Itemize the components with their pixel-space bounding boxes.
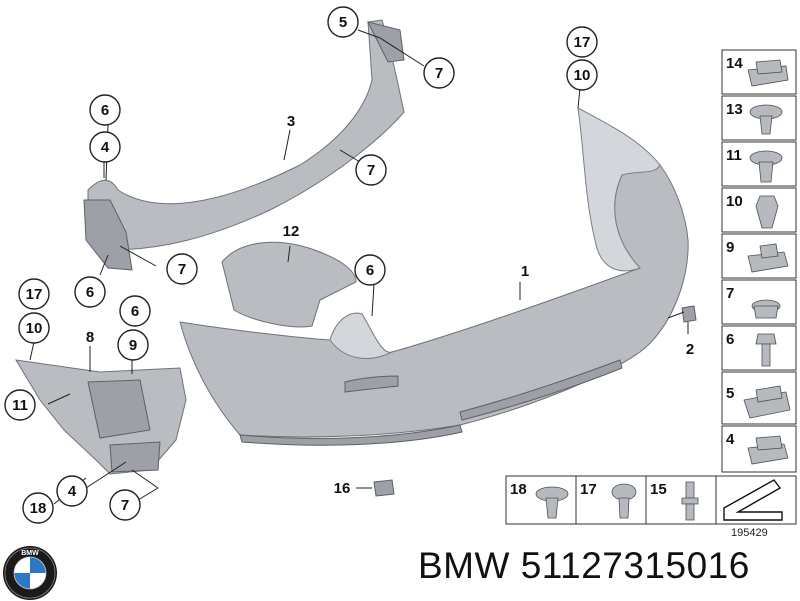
callout-10-left: 10 bbox=[18, 312, 50, 344]
callout-9: 9 bbox=[117, 329, 149, 361]
sheet-clip-icon bbox=[743, 385, 791, 419]
bumper-carrier-part bbox=[83, 19, 405, 271]
svg-text:6: 6 bbox=[366, 262, 374, 279]
svg-text:7: 7 bbox=[121, 497, 129, 514]
spring-nut-icon bbox=[747, 59, 789, 87]
svg-text:5: 5 bbox=[339, 14, 347, 31]
svg-text:5: 5 bbox=[726, 385, 734, 402]
stud-bolt-icon bbox=[681, 481, 699, 521]
svg-text:17: 17 bbox=[580, 481, 597, 498]
svg-text:6: 6 bbox=[101, 102, 109, 119]
callout-17-left: 17 bbox=[18, 278, 50, 310]
callout-7-bottom: 7 bbox=[109, 489, 141, 521]
clip-nut-icon bbox=[755, 195, 779, 229]
svg-text:12: 12 bbox=[283, 223, 300, 240]
svg-text:7: 7 bbox=[367, 162, 375, 179]
label-16: 16 bbox=[334, 480, 351, 497]
callout-11-left: 11 bbox=[4, 389, 36, 421]
label-1: 1 bbox=[521, 263, 529, 280]
callout-3: 3 bbox=[287, 113, 295, 130]
svg-text:10: 10 bbox=[26, 320, 43, 337]
svg-text:17: 17 bbox=[26, 286, 43, 303]
diagram-reference-number: 195429 bbox=[731, 527, 768, 539]
svg-text:18: 18 bbox=[510, 481, 527, 498]
svg-text:9: 9 bbox=[129, 337, 137, 354]
small-part-2 bbox=[681, 305, 697, 323]
spring-nut-icon bbox=[747, 435, 789, 465]
callout-17-right: 17 bbox=[566, 26, 598, 58]
expanding-rivet-icon bbox=[749, 104, 783, 135]
callout-6-left-top: 6 bbox=[89, 94, 121, 126]
callout-18-left: 18 bbox=[22, 492, 54, 524]
svg-text:7: 7 bbox=[726, 285, 734, 302]
svg-text:11: 11 bbox=[12, 397, 28, 414]
svg-text:4: 4 bbox=[101, 139, 110, 156]
arrow-icon bbox=[723, 479, 783, 521]
svg-text:7: 7 bbox=[178, 261, 186, 278]
callout-12: 12 bbox=[283, 223, 300, 240]
callout-7-mid: 7 bbox=[355, 154, 387, 186]
svg-text:6: 6 bbox=[726, 331, 734, 348]
callout-10-right: 10 bbox=[566, 59, 598, 91]
svg-text:13: 13 bbox=[726, 101, 743, 118]
callout-4-left-top: 4 bbox=[89, 131, 121, 163]
callout-4-bottom: 4 bbox=[56, 475, 88, 507]
hex-nut-icon bbox=[751, 299, 781, 319]
callout-5-top: 5 bbox=[327, 6, 359, 38]
expanding-rivet-icon bbox=[749, 150, 783, 183]
svg-text:9: 9 bbox=[726, 239, 734, 256]
svg-text:6: 6 bbox=[131, 303, 139, 320]
expanding-rivet-icon bbox=[535, 486, 569, 519]
svg-text:10: 10 bbox=[574, 67, 591, 84]
oval-head-screw-icon bbox=[611, 483, 637, 519]
spring-nut-icon bbox=[747, 243, 789, 273]
svg-text:3: 3 bbox=[287, 113, 295, 130]
svg-text:6: 6 bbox=[86, 284, 94, 301]
svg-text:17: 17 bbox=[574, 34, 591, 51]
callout-6-bracket: 6 bbox=[119, 295, 151, 327]
svg-text:4: 4 bbox=[68, 483, 77, 500]
svg-text:11: 11 bbox=[726, 147, 742, 164]
svg-text:BMW: BMW bbox=[21, 550, 39, 557]
svg-text:4: 4 bbox=[726, 431, 735, 448]
fastener-legend-right: 14 13 11 10 9 7 6 5 4 bbox=[721, 49, 797, 473]
part-number-caption: BMW 51127315016 bbox=[418, 545, 750, 586]
callout-7-left: 7 bbox=[166, 253, 198, 285]
leader-lines bbox=[29, 29, 689, 505]
fastener-legend-bottom: 18 17 15 bbox=[505, 475, 797, 525]
bumper-cover-part bbox=[179, 107, 689, 446]
callout-7-top: 7 bbox=[423, 57, 455, 89]
svg-text:10: 10 bbox=[726, 193, 743, 210]
label-2: 2 bbox=[686, 341, 694, 358]
callout-6-left: 6 bbox=[74, 276, 106, 308]
svg-text:18: 18 bbox=[30, 500, 47, 517]
svg-text:15: 15 bbox=[650, 481, 667, 498]
bmw-roundel-icon: BMW bbox=[3, 546, 57, 600]
bracket-part-12 bbox=[221, 241, 357, 328]
svg-text:14: 14 bbox=[726, 55, 743, 72]
svg-text:7: 7 bbox=[435, 65, 443, 82]
hex-bolt-icon bbox=[755, 333, 777, 367]
callout-6-center: 6 bbox=[354, 254, 386, 286]
small-part-16 bbox=[373, 479, 395, 497]
left-bracket-part bbox=[15, 359, 187, 475]
label-8: 8 bbox=[86, 329, 94, 346]
